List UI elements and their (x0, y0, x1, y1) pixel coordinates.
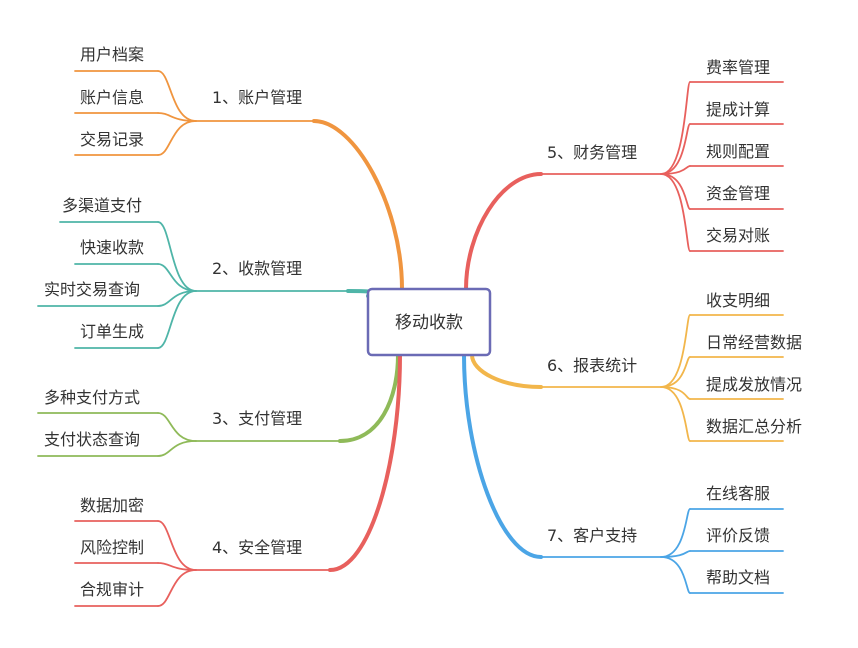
leaf-connector (157, 290, 197, 307)
root-node-label: 移动收款 (395, 313, 463, 333)
branch-connector (328, 353, 402, 572)
leaf-connector (660, 508, 691, 558)
leaf-connector (157, 562, 197, 571)
branch-connector (312, 119, 404, 291)
leaf-multi-channel-pay[interactable]: 多渠道支付 (62, 196, 142, 215)
branch-connector (464, 172, 543, 291)
leaf-compliance-audit[interactable]: 合规审计 (80, 580, 144, 599)
leaf-help-docs[interactable]: 帮助文档 (706, 568, 770, 587)
leaf-connector (660, 386, 691, 442)
leaf-income-expense[interactable]: 收支明细 (706, 291, 770, 310)
leaf-quick-collect[interactable]: 快速收款 (80, 238, 144, 257)
leaf-fund-management[interactable]: 资金管理 (706, 184, 770, 203)
branch-label-reports[interactable]: 6、报表统计 (547, 356, 637, 375)
leaf-connector (660, 81, 691, 175)
leaf-daily-ops-data[interactable]: 日常经营数据 (706, 333, 802, 352)
leaf-connector (660, 123, 691, 175)
root-node-box (366, 287, 492, 357)
branch-label-payment[interactable]: 3、支付管理 (212, 409, 302, 428)
branch-label-security[interactable]: 4、安全管理 (212, 538, 302, 557)
leaf-order-create[interactable]: 订单生成 (80, 322, 144, 341)
leaf-connector (660, 386, 691, 400)
leaf-connector (660, 356, 691, 388)
leaf-connector (157, 70, 197, 122)
leaf-feedback[interactable]: 评价反馈 (706, 526, 770, 545)
branch-label-collection[interactable]: 2、收款管理 (212, 259, 302, 278)
leaf-commission-payout[interactable]: 提成发放情况 (706, 375, 802, 394)
leaf-connector (660, 173, 691, 210)
leaf-data-encryption[interactable]: 数据加密 (80, 496, 144, 515)
leaf-connector (157, 120, 197, 156)
leaf-online-service[interactable]: 在线客服 (706, 484, 770, 503)
leaf-connector (157, 221, 197, 292)
leaf-pay-status-query[interactable]: 支付状态查询 (44, 430, 140, 449)
leaf-connector (660, 173, 691, 252)
leaf-connector (660, 550, 691, 558)
leaf-connector (660, 314, 691, 388)
leaf-risk-control[interactable]: 风险控制 (80, 538, 144, 557)
leaf-connector (157, 263, 197, 292)
branch-label-support[interactable]: 7、客户支持 (547, 526, 637, 545)
leaf-connector (157, 520, 197, 571)
leaf-connector (157, 440, 197, 457)
leaf-transaction-record[interactable]: 交易记录 (80, 130, 144, 149)
connector-layer (37, 70, 784, 607)
leaf-connector (157, 412, 197, 442)
leaf-connector (157, 290, 197, 349)
branch-connector (462, 353, 543, 559)
leaf-data-summary[interactable]: 数据汇总分析 (706, 417, 802, 436)
leaf-realtime-query[interactable]: 实时交易查询 (44, 280, 140, 299)
leaf-user-profile[interactable]: 用户档案 (80, 45, 144, 64)
leaf-pay-methods[interactable]: 多种支付方式 (44, 388, 140, 407)
leaf-commission-calc[interactable]: 提成计算 (706, 100, 770, 119)
branch-connector (470, 353, 543, 389)
leaf-rule-config[interactable]: 规则配置 (706, 142, 770, 161)
branch-label-finance[interactable]: 5、财务管理 (547, 143, 637, 162)
branch-label-account[interactable]: 1、账户管理 (212, 88, 302, 107)
leaf-connector (157, 569, 197, 607)
leaf-fee-rate[interactable]: 费率管理 (706, 58, 770, 77)
branch-connector (338, 353, 400, 443)
leaf-reconciliation[interactable]: 交易对账 (706, 226, 770, 245)
root-node[interactable]: 移动收款 (366, 287, 492, 357)
leaf-connector (660, 556, 691, 594)
leaf-account-info[interactable]: 账户信息 (80, 88, 144, 107)
